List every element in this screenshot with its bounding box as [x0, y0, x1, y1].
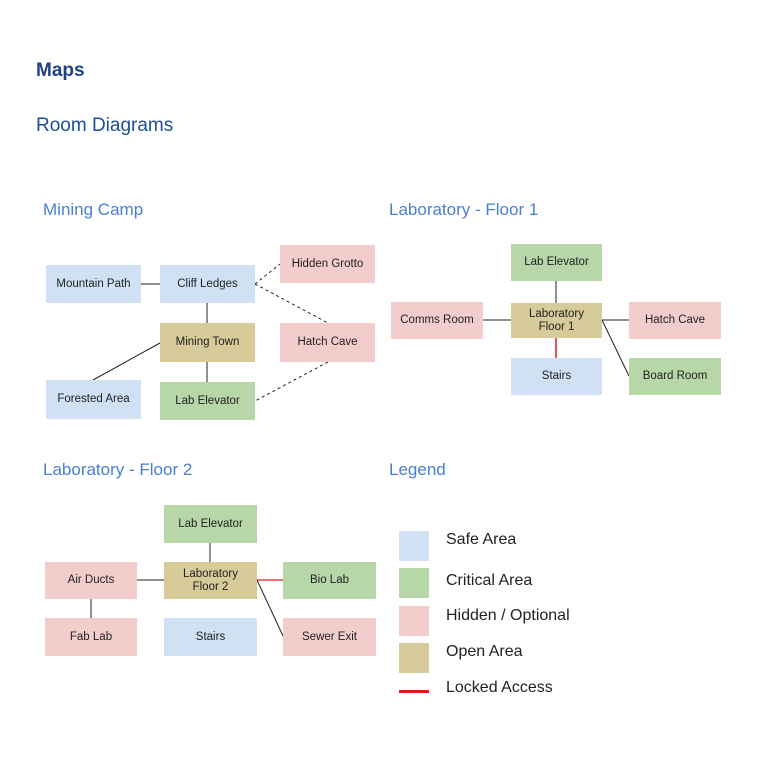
room-f1-hatch-cave[interactable]: Hatch Cave [629, 302, 721, 339]
room-forested-area[interactable]: Forested Area [46, 380, 141, 419]
link-cliff-grotto [254, 263, 281, 285]
mining-camp-title: Mining Camp [43, 200, 144, 219]
room-sewer-exit[interactable]: Sewer Exit [283, 618, 376, 656]
link-f1-lab-board [601, 319, 630, 377]
legend-swatch-locked [399, 690, 429, 693]
room-lab-elevator[interactable]: Lab Elevator [160, 382, 255, 420]
legend-swatch-open [399, 643, 429, 673]
lab-floor1-title: Laboratory - Floor 1 [389, 200, 539, 219]
legend-title: Legend [389, 460, 446, 479]
room-mining-town[interactable]: Mining Town [160, 323, 255, 362]
room-f2-stairs[interactable]: Stairs [164, 618, 257, 656]
link-town-forest [92, 342, 161, 381]
link-cliff-hatch [254, 283, 329, 324]
legend-swatch-safe [399, 531, 429, 561]
link-hatch-elevator [254, 361, 329, 402]
link-f2-lab-sewer [256, 579, 284, 637]
room-laboratory-floor1[interactable]: Laboratory Floor 1 [511, 303, 602, 338]
room-bio-lab[interactable]: Bio Lab [283, 562, 376, 599]
room-cliff-ledges[interactable]: Cliff Ledges [160, 265, 255, 303]
room-hidden-grotto[interactable]: Hidden Grotto [280, 245, 375, 283]
page-title: Maps [36, 60, 85, 81]
lab-floor2-title: Laboratory - Floor 2 [43, 460, 193, 479]
legend-label-locked: Locked Access [446, 679, 553, 696]
legend-label-safe: Safe Area [446, 531, 517, 548]
room-hatch-cave[interactable]: Hatch Cave [280, 323, 375, 362]
room-fab-lab[interactable]: Fab Lab [45, 618, 137, 656]
legend-label-hidden: Hidden / Optional [446, 607, 570, 624]
room-f2-lab-elevator[interactable]: Lab Elevator [164, 505, 257, 543]
legend-label-critical: Critical Area [446, 572, 533, 589]
room-f1-stairs[interactable]: Stairs [511, 358, 602, 395]
room-air-ducts[interactable]: Air Ducts [45, 562, 137, 599]
legend-swatch-critical [399, 568, 429, 598]
room-mountain-path[interactable]: Mountain Path [46, 265, 141, 303]
legend-label-open: Open Area [446, 643, 523, 660]
room-board-room[interactable]: Board Room [629, 358, 721, 395]
room-laboratory-floor2[interactable]: Laboratory Floor 2 [164, 562, 257, 599]
room-comms-room[interactable]: Comms Room [391, 302, 483, 339]
legend-swatch-hidden [399, 606, 429, 636]
page-subtitle: Room Diagrams [36, 115, 174, 136]
room-f1-lab-elevator[interactable]: Lab Elevator [511, 244, 602, 281]
